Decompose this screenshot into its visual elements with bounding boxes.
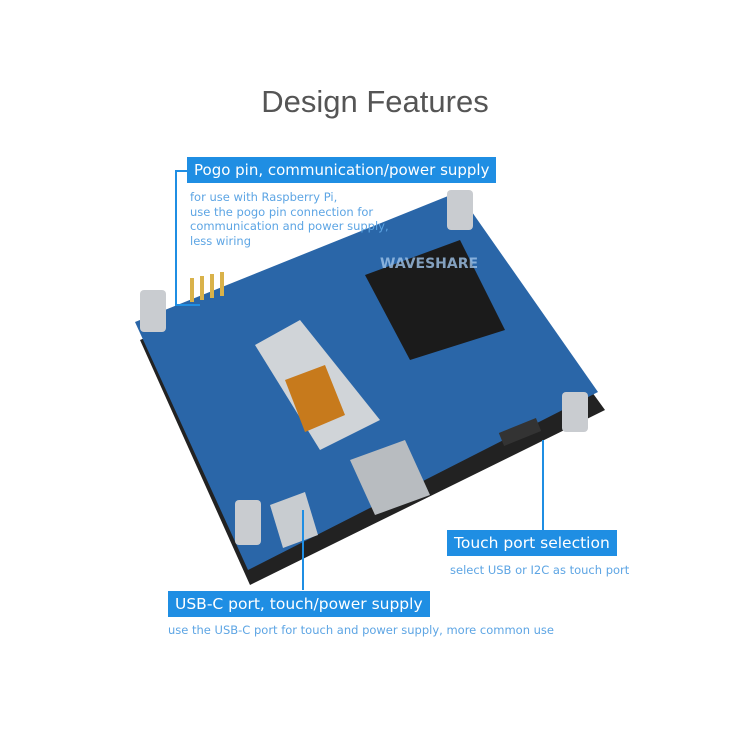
usb-c-label: USB-C port, touch/power supply bbox=[168, 591, 430, 617]
fpc-cable bbox=[285, 365, 345, 432]
hdmi-port bbox=[350, 440, 430, 515]
desc-line: for use with Raspberry Pi, bbox=[190, 190, 338, 204]
pogo-pin-desc: for use with Raspberry Pi, use the pogo … bbox=[190, 190, 389, 248]
usb-c-port bbox=[270, 492, 318, 548]
touch-port-label: Touch port selection bbox=[447, 530, 617, 556]
pogo-pins bbox=[190, 272, 224, 302]
desc-line: communication and power supply, bbox=[190, 219, 389, 233]
page-title: Design Features bbox=[261, 84, 489, 119]
touch-switch bbox=[498, 418, 542, 446]
usb-c-desc: use the USB-C port for touch and power s… bbox=[168, 623, 555, 637]
waveshare-logo: WAVESHARE bbox=[380, 256, 478, 272]
pogo-pin-label: Pogo pin, communication/power supply bbox=[187, 157, 497, 183]
leader-lines bbox=[175, 170, 544, 590]
fpga-chip bbox=[365, 240, 505, 360]
touch-port-desc: select USB or I2C as touch port bbox=[450, 563, 630, 577]
standoffs bbox=[140, 190, 588, 545]
desc-line: less wiring bbox=[190, 233, 252, 248]
desc-line: use the pogo pin connection for bbox=[190, 204, 374, 219]
